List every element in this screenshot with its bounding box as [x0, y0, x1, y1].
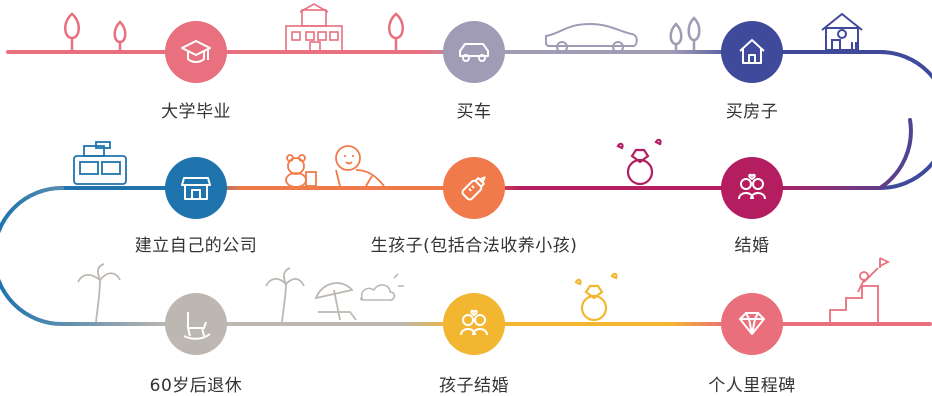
milestone-circle [165, 293, 227, 355]
house-icon [739, 39, 765, 64]
milestone-node-7 [165, 293, 227, 355]
cloud-sun-icon [359, 273, 404, 301]
milestone-label-8: 孩子结婚 [439, 376, 509, 396]
tree-icon [669, 22, 683, 50]
milestone-label-7: 60岁后退休 [149, 376, 243, 396]
rocking-chair-icon [183, 312, 211, 340]
milestone-circle [165, 157, 227, 219]
car-outline-icon [545, 22, 638, 53]
car-icon [459, 43, 489, 62]
milestone-node-9 [721, 293, 783, 355]
milestone-circle [721, 157, 783, 219]
cash-register-icon [73, 141, 127, 185]
milestone-circle [721, 293, 783, 355]
milestone-label-1: 大学毕业 [161, 102, 231, 122]
milestone-label-5: 生孩子(包括合法收养小孩) [370, 236, 578, 256]
milestone-node-8 [443, 293, 505, 355]
milestone-node-6 [165, 157, 227, 219]
baby-bottle-icon [461, 176, 486, 201]
milestone-label-9: 个人里程碑 [708, 376, 796, 396]
tree-icon [64, 12, 80, 50]
milestone-circle [721, 21, 783, 83]
beach-umbrella-icon [314, 282, 357, 321]
diamond-icon [739, 312, 765, 335]
milestone-label-2: 买车 [456, 102, 492, 122]
climbing-stairs-icon [829, 257, 891, 322]
timeline-path-row2 [58, 118, 913, 190]
milestone-node-4 [721, 157, 783, 219]
milestone-circle [443, 157, 505, 219]
milestone-circle [443, 293, 505, 355]
milestone-label-3: 买房子 [725, 102, 779, 122]
milestone-node-1 [165, 21, 227, 83]
milestone-label-6: 建立自己的公司 [134, 236, 258, 256]
tree-icon [687, 16, 701, 50]
milestone-circle [165, 21, 227, 83]
crawling-baby-icon [335, 145, 385, 187]
ring-icon [574, 272, 618, 322]
teddy-bear-icon [285, 154, 317, 188]
timeline-path-row3 [0, 186, 932, 326]
school-building-icon [285, 3, 343, 53]
tree-icon [388, 12, 404, 50]
graduation-cap-icon [181, 40, 211, 63]
house-outline-icon [821, 12, 863, 51]
milestone-node-3 [721, 21, 783, 83]
milestone-circle [443, 21, 505, 83]
milestone-label-4: 结婚 [734, 236, 770, 256]
couple-icon [738, 173, 766, 200]
timeline-path-row1 [6, 50, 932, 190]
couple-icon [460, 309, 488, 336]
shop-icon [181, 177, 211, 200]
palm-tree-icon [265, 267, 305, 323]
milestone-node-5 [443, 157, 505, 219]
ring-icon [616, 138, 662, 186]
palm-tree-icon [77, 263, 121, 323]
tree-icon [113, 20, 127, 50]
milestone-node-2 [443, 21, 505, 83]
